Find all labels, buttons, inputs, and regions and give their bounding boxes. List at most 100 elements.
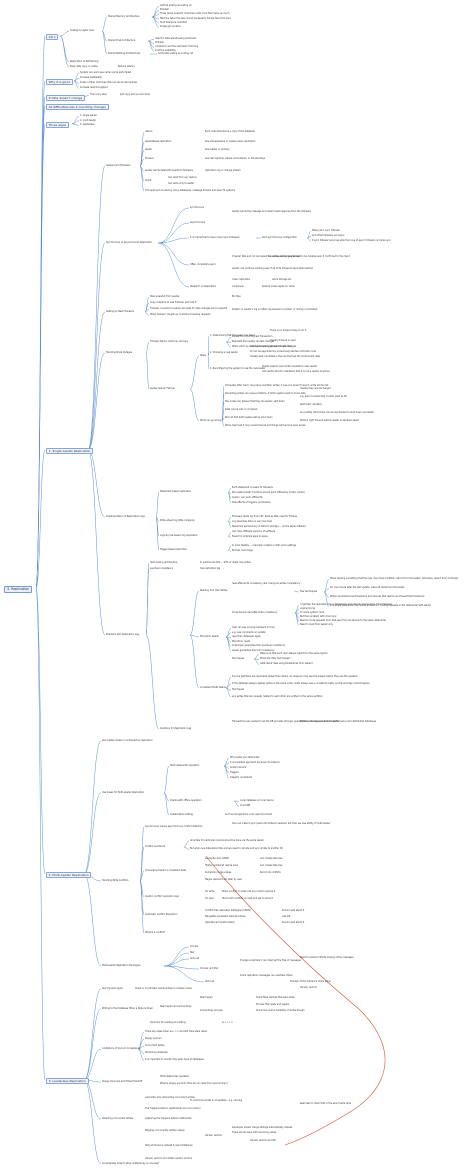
leaf-node[interactable]: If the database always applies writes in… bbox=[232, 681, 370, 685]
branch-node[interactable]: semi-synchronous configuration bbox=[262, 236, 298, 239]
leaf-node[interactable]: Problem of the tolerance of the algos bbox=[290, 980, 331, 983]
leaf-node[interactable]: Follower connects to Leader and asks for… bbox=[150, 307, 228, 310]
branch-node[interactable]: aka 'Dynamo-style' bbox=[102, 987, 124, 990]
leaf-node[interactable]: Lesser guarantee than full consistency bbox=[232, 648, 275, 652]
branch-node[interactable]: Client bbox=[145, 179, 152, 182]
leaf-node[interactable]: Logical clocks bbox=[300, 607, 316, 610]
branch-node[interactable]: read-scaling architecture bbox=[150, 561, 178, 564]
leaf-node[interactable]: Followers reads log from LSF, fixed as W… bbox=[232, 515, 297, 518]
leaf-node[interactable]: Transactions are needed to let the DB pr… bbox=[232, 720, 339, 723]
leaf-node[interactable]: Can have different versions of software bbox=[232, 530, 276, 533]
section-node[interactable]: If data doesn't change bbox=[46, 95, 85, 102]
leaf-node[interactable]: Take snapshot from Leader bbox=[150, 295, 180, 298]
leaf-node[interactable]: chain replication bbox=[232, 278, 251, 281]
branch-node[interactable]: synchronous bbox=[190, 206, 204, 209]
leaf-node[interactable]: When catch-up continue receiving stream … bbox=[232, 345, 297, 348]
leaf-node[interactable]: User can see moving backward in time bbox=[232, 626, 275, 629]
leaf-node[interactable]: When reading something that the user may… bbox=[330, 577, 459, 580]
leaf-node[interactable]: As a safety catch there can be mechanism… bbox=[300, 411, 375, 414]
leaf-node[interactable]: Usually they are discharged bbox=[300, 387, 331, 390]
leaf-node[interactable]: CouchDB bbox=[240, 804, 251, 807]
leaf-node[interactable]: If multiple datacenter then some problem… bbox=[330, 604, 431, 607]
section-node[interactable]: Three algos bbox=[46, 122, 69, 129]
branch-node[interactable]: Solutions for Replication Lag bbox=[160, 727, 192, 730]
leaf-node[interactable]: What is sloppy quorum? How we can read f… bbox=[160, 1082, 228, 1085]
leaf-node[interactable]: Should be source durability of writes th… bbox=[256, 1009, 305, 1012]
leaf-node[interactable]: 2. Choosing a new leader bbox=[210, 351, 238, 354]
leaf-node[interactable]: Need to prevent infinite looping of the … bbox=[300, 956, 354, 959]
leaf-node[interactable]: Capturing the happens-before relationshi… bbox=[145, 1117, 192, 1120]
leaf-node[interactable]: limit the scalability bbox=[155, 49, 176, 52]
leaf-node[interactable]: horizontal scaling as scaling out bbox=[158, 52, 194, 55]
branch-node[interactable]: Custom conflict resolution logic bbox=[145, 895, 180, 898]
branch-node[interactable]: Handling Write Conflicts bbox=[102, 879, 129, 882]
branch-node[interactable]: Sloppy Quorums and Hinted Handoff bbox=[102, 1080, 143, 1083]
leaf-node[interactable]: Quorums for reading and writing bbox=[150, 1021, 186, 1024]
branch-node[interactable]: Cross-device read-after-write consistenc… bbox=[232, 611, 278, 614]
leaf-node[interactable]: Usually timeout is used bbox=[270, 339, 296, 342]
leaf-node[interactable]: In more flexible — manually created or w… bbox=[232, 544, 297, 547]
branch-node[interactable]: follower bbox=[145, 157, 154, 160]
leaf-node[interactable]: aka master-master or active/active repli… bbox=[102, 739, 153, 742]
leaf-node[interactable]: Such as Google Docs, Lock used document bbox=[225, 813, 273, 816]
leaf-node[interactable]: But this can be expensive for performanc… bbox=[300, 720, 377, 723]
root-node[interactable]: 5. Replication bbox=[4, 586, 33, 593]
leaf-node[interactable]: 3. Reconfiguring the system to use the n… bbox=[210, 367, 266, 370]
leaf-node[interactable]: Not just timeout, instead it use tombsto… bbox=[145, 1144, 193, 1147]
leaf-node[interactable]: Need to read from leader only bbox=[300, 623, 333, 626]
leaf-node[interactable]: e.g. auto-incrementing counter used as P… bbox=[300, 395, 347, 398]
branch-node[interactable]: Trigger-based replication bbox=[160, 548, 188, 551]
leaf-node[interactable]: System can work even when some parts fai… bbox=[80, 71, 132, 74]
branch-node[interactable]: Setting Up New Followers bbox=[106, 310, 134, 313]
branch-node[interactable]: Collaborative editing bbox=[170, 813, 193, 816]
branch-node[interactable]: It is impractical to have many Sync Foll… bbox=[190, 236, 240, 239]
leaf-node[interactable]: Monotonic reads bbox=[232, 639, 251, 643]
leaf-node[interactable]: Keep data copy on nodes bbox=[70, 65, 98, 68]
section-node[interactable]: 1. Single Leader Replication bbox=[46, 448, 94, 455]
branch-node[interactable]: Logical (row-based) log replication bbox=[160, 534, 198, 537]
leaf-node[interactable]: Three times powerful machines costs more… bbox=[160, 12, 230, 16]
leaf-node[interactable]: consensus bbox=[232, 285, 244, 288]
branch-node[interactable]: Research on Replication bbox=[190, 285, 217, 288]
leaf-node[interactable]: Should read about it bbox=[282, 909, 305, 912]
leaf-node[interactable]: any writes that are causally related to … bbox=[232, 694, 323, 698]
branch-node[interactable]: eventual consistency bbox=[150, 567, 174, 570]
leaf-node[interactable]: what about data using timestamps from le… bbox=[260, 662, 313, 665]
leaf-node[interactable]: When follower 'caught up' it starts proc… bbox=[150, 313, 211, 316]
leaf-node[interactable]: Can write only to leader bbox=[168, 182, 195, 185]
leaf-node[interactable]: On read bbox=[205, 897, 214, 900]
leaf-node[interactable]: aka master or primary bbox=[205, 148, 230, 151]
leaf-node[interactable]: What are other techniques? bbox=[260, 657, 291, 660]
leaf-node[interactable]: Copy snapshot to new Follower and load i… bbox=[150, 301, 197, 304]
leaf-node[interactable]: 2. multi leader bbox=[80, 118, 96, 122]
leaf-node[interactable]: Process that reads and repairs bbox=[256, 1003, 290, 1006]
leaf-node[interactable]: Can create data loss bbox=[260, 857, 283, 860]
leaf-node[interactable]: All-to-all bbox=[190, 957, 200, 960]
leaf-node[interactable]: aka active/passive or master–slave repli… bbox=[205, 140, 256, 143]
section-node[interactable]: 3. Leaderless Replication bbox=[46, 1078, 89, 1085]
leaf-node[interactable]: Like Git bbox=[282, 915, 291, 918]
leaf-node[interactable]: contention and the overhead of locking bbox=[155, 45, 199, 48]
branch-node[interactable]: Statement-based replication bbox=[160, 490, 192, 493]
leaf-node[interactable]: Can read from any replica bbox=[168, 176, 197, 179]
section-node[interactable]: Why it is good bbox=[46, 79, 73, 86]
branch-node[interactable]: Clients with offline operation bbox=[170, 799, 202, 802]
leaf-node[interactable]: Can create data loss bbox=[260, 864, 283, 867]
leaf-node[interactable]: Problem bbox=[155, 41, 164, 44]
leaf-node[interactable]: Just copy and you are done bbox=[120, 93, 150, 96]
leaf-node[interactable]: Several nodes agree on value bbox=[262, 285, 295, 288]
branch-node[interactable]: Detecting Concurrent Writes bbox=[102, 1117, 134, 1120]
leaf-node[interactable]: if leader fails and not recovered then s… bbox=[232, 255, 301, 258]
leaf-node[interactable]: Then very easy bbox=[90, 93, 107, 96]
leaf-node[interactable]: Bin files bbox=[232, 295, 241, 298]
leaf-node[interactable]: 1. Determining that the leader has faile… bbox=[210, 334, 255, 337]
leaf-node[interactable]: Or can be appointed by a previously elec… bbox=[250, 350, 316, 353]
leaf-node[interactable]: w + r > n bbox=[222, 1021, 233, 1024]
leaf-node[interactable]: aka read replicas, slaves, secondaries, … bbox=[205, 157, 266, 160]
leaf-node[interactable]: Do one minute after the last update, mak… bbox=[330, 586, 405, 589]
leaf-node[interactable]: is Leaderless doesn't allow multiple key… bbox=[102, 1162, 160, 1165]
leaf-node[interactable]: Single geo location bbox=[160, 25, 181, 28]
leaf-node[interactable]: Fault tolerance is limited bbox=[160, 20, 187, 24]
branch-node[interactable]: Shared Disk Architecture bbox=[108, 39, 136, 42]
leaf-node[interactable]: Client or coordinator sends writes to mu… bbox=[135, 987, 192, 990]
